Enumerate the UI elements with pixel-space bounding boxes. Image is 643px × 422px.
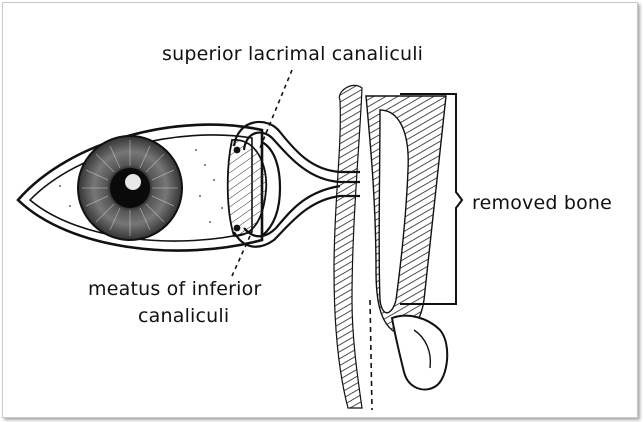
label-removed-bone: removed bone (472, 192, 612, 214)
superior-punctum (234, 147, 241, 154)
label-superior-lacrimal-canaliculi: superior lacrimal canaliculi (162, 43, 423, 65)
caruncle (228, 140, 267, 236)
superior-leader (260, 70, 292, 148)
bone-wall-left (334, 85, 362, 408)
eye (18, 125, 266, 251)
label-meatus-line1: meatus of inferior (88, 278, 261, 300)
nasolacrimal-duct (370, 300, 372, 410)
mucosa-flap (392, 316, 447, 390)
lacrimal-sac (334, 85, 462, 410)
label-meatus-line2: canaliculi (138, 305, 229, 327)
removed-bone-area (366, 96, 446, 333)
inferior-punctum (234, 225, 241, 232)
pupil-highlight (125, 174, 141, 190)
